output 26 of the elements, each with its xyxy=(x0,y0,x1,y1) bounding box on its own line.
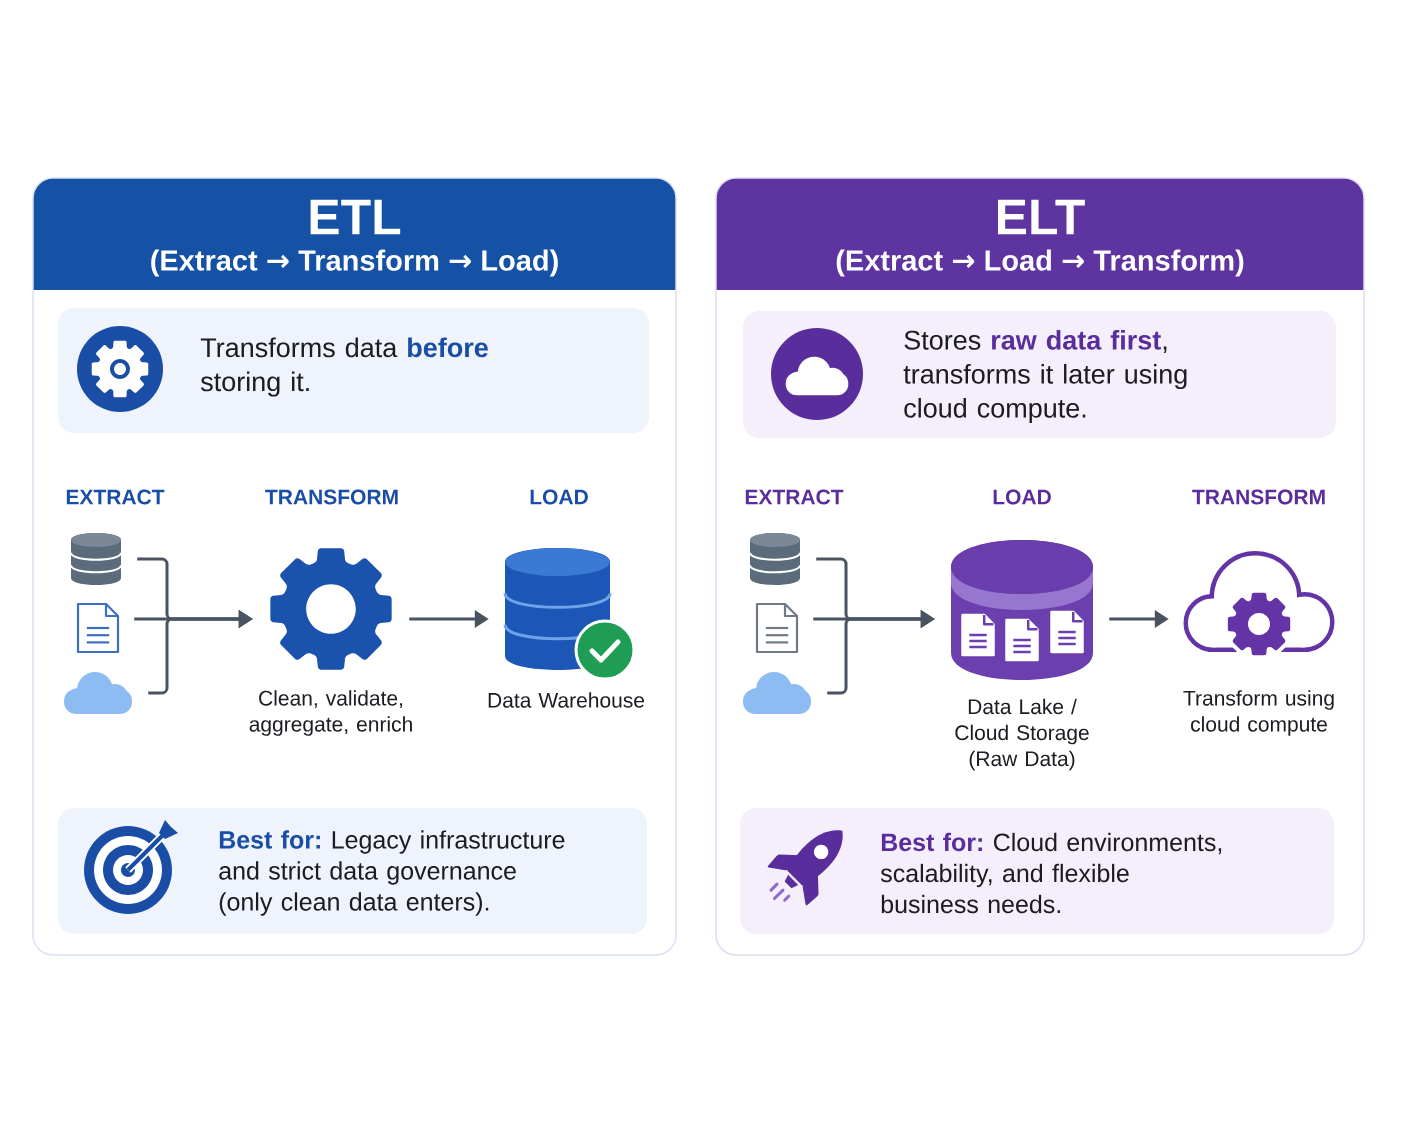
card-subtitle: (Extract → Transform → Load) xyxy=(151,249,558,277)
card-subtitle: (Extract → Load → Transform) xyxy=(836,249,1244,277)
column-heading: EXTRACT xyxy=(745,489,844,505)
document-icon xyxy=(76,602,120,654)
column-heading: LOAD xyxy=(993,489,1051,505)
info-box: Best for: Cloud environments, scalability, and flexible business needs. xyxy=(740,808,1334,934)
info-box: Transforms data before storing it. xyxy=(58,308,649,433)
node-label: Data Lake / Cloud Storage (Raw Data) xyxy=(955,698,1089,771)
node-label: Transform using cloud compute xyxy=(1183,690,1334,736)
info-box: Stores raw data first, transforms it later using cloud compute. xyxy=(743,311,1336,438)
node-label: Clean, validate, aggregate, enrich xyxy=(249,690,412,736)
cloud-icon xyxy=(743,672,811,714)
database-icon xyxy=(749,533,801,585)
column-heading: LOAD xyxy=(530,489,588,505)
column-heading: EXTRACT xyxy=(66,489,165,505)
card-title: ETL xyxy=(310,199,401,235)
database-icon xyxy=(70,533,122,585)
gear-icon xyxy=(270,548,392,670)
info-box: Best for: Legacy infrastructure and strict data governance (only clean data enters). xyxy=(58,808,647,934)
database-icon xyxy=(951,540,1093,680)
node-label: Data Warehouse xyxy=(488,692,645,708)
cloud-icon xyxy=(64,672,132,714)
column-heading: TRANSFORM xyxy=(265,489,398,505)
card-title: ELT xyxy=(998,199,1085,235)
document-icon xyxy=(755,602,799,654)
column-heading: TRANSFORM xyxy=(1192,489,1325,505)
